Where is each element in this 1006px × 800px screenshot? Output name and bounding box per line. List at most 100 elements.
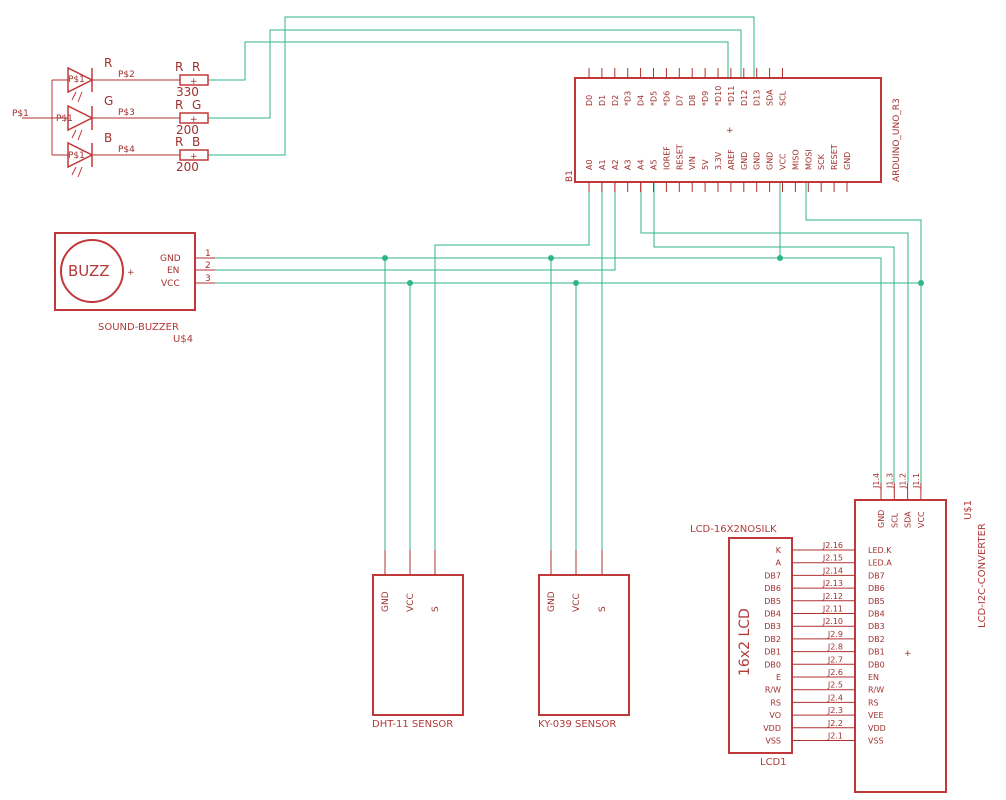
led-net: P$3 <box>118 108 135 118</box>
junction-dot <box>777 255 783 261</box>
led-emission-icon <box>71 129 83 141</box>
lcd-pin-label: DB6 <box>764 584 781 593</box>
lcd-pin-label: VSS <box>765 737 781 746</box>
connection-label: J2.10 <box>822 617 843 626</box>
connection-label: J2.4 <box>827 693 843 702</box>
buzzer-pin-en: EN <box>167 266 179 276</box>
junction-dot <box>407 280 413 286</box>
converter-pin-label: R/W <box>868 686 884 695</box>
arduino-pin-label: D12 <box>740 90 749 106</box>
led-net: P$2 <box>118 70 135 80</box>
buzzer-pin-gnd: GND <box>160 254 181 264</box>
wire-green <box>208 29 742 119</box>
led-red: R P$1 P$2 <box>52 56 180 103</box>
buzzer-body <box>54 232 196 311</box>
resistor-name: R <box>175 60 183 74</box>
led-green: G P$1 P$3 <box>52 94 180 141</box>
arduino-pin-label: *D6 <box>662 91 671 106</box>
converter-pin-label: DB5 <box>868 597 885 606</box>
arduino-pin-label: IOREF <box>662 146 671 170</box>
lcd-pin-label: A <box>776 559 782 568</box>
converter-pin-label: GND <box>877 510 886 528</box>
resistor-plus: + <box>190 115 198 125</box>
ky039-body <box>538 574 630 716</box>
lcd-pin-label: DB2 <box>764 635 781 644</box>
junction-dot <box>548 255 554 261</box>
resistor-red: + R R 330 <box>175 60 209 99</box>
lcd-pin-label: DB3 <box>764 622 781 631</box>
arduino-pin-label: D1 <box>598 95 607 106</box>
junction-dot <box>573 280 579 286</box>
connection-label: J2.2 <box>827 719 843 728</box>
converter-name: LCD-I2C-CONVERTER <box>977 523 988 628</box>
converter-pin-label: VDD <box>868 724 886 733</box>
dht11-body <box>372 574 464 716</box>
arduino-pin-label: A5 <box>650 159 659 170</box>
arduino-pin-label: SCK <box>817 153 826 170</box>
led-label: G <box>104 94 113 108</box>
lcd-pin-label: DB0 <box>764 660 781 669</box>
arduino-pin-label: A3 <box>624 159 633 170</box>
resistor-label: R <box>192 60 200 74</box>
resistors: + R R 330 + R G 200 + R B 200 <box>175 60 209 174</box>
converter-ref: U$1 <box>963 500 974 520</box>
resistor-green: + R G 200 <box>175 98 209 137</box>
wire-sda <box>640 182 909 483</box>
buzzer-circle <box>60 239 124 303</box>
led-pin: P$1 <box>68 151 85 161</box>
led-triangle <box>67 66 94 94</box>
connection-label: J2.13 <box>822 579 843 588</box>
buzzer-text: BUZZ <box>68 262 110 280</box>
arduino-pin-label: VIN <box>688 156 697 170</box>
resistor-body <box>179 149 209 161</box>
ky039-sensor: GND VCC S KY-039 SENSOR <box>538 550 630 730</box>
wire-dht-signal <box>434 182 590 550</box>
converter-pins: LED.KLED.ADB7DB6DB5DB4DB3DB2DB1DB0ENR/WR… <box>868 546 892 746</box>
led-pin: P$1 <box>68 75 85 85</box>
connection-label: J1.2 <box>899 473 908 489</box>
lcd-pins: KJ2.16AJ2.15DB7J2.14DB6J2.13DB5J2.12DB4J… <box>763 541 855 746</box>
led-triangle <box>67 141 94 169</box>
buzzer-name: SOUND-BUZZER <box>98 322 179 333</box>
arduino-pin-label: RESET <box>675 144 684 170</box>
resistor-blue: + R B 200 <box>175 135 209 174</box>
connection-label: J2.8 <box>827 643 843 652</box>
led-label: B <box>104 131 112 145</box>
led-label: R <box>104 56 112 70</box>
ky039-pin-s: S <box>598 606 608 612</box>
converter-pin-label: RS <box>868 698 879 707</box>
arduino-pin-label: RESET <box>830 144 839 170</box>
converter-origin-mark: + <box>904 649 912 659</box>
arduino-pin-label: MOSI <box>804 149 813 170</box>
connection-label: J2.6 <box>827 668 843 677</box>
arduino-pin-label: *D3 <box>624 91 633 106</box>
converter-pin-label: LED.A <box>868 559 892 568</box>
connection-label: J1.4 <box>872 473 881 489</box>
wire-en-bus <box>215 182 616 271</box>
lcd-pin-label: E <box>776 673 781 682</box>
junction-dot <box>382 255 388 261</box>
wire-red <box>208 41 729 81</box>
arduino-pin-label: A1 <box>598 159 607 170</box>
resistor-plus: + <box>190 152 198 162</box>
connection-label: J2.5 <box>827 681 843 690</box>
rgb-led-group: P$1 R P$1 P$2 G P$1 P$3 <box>12 56 180 178</box>
connection-label: J2.7 <box>827 655 843 664</box>
led-triangle <box>67 104 94 132</box>
converter-pin-label: VSS <box>868 737 884 746</box>
arduino-pin-label: D13 <box>753 90 762 106</box>
resistor-value: 330 <box>176 85 199 99</box>
wires <box>208 16 924 550</box>
arduino-pin-label: SDA <box>766 89 775 106</box>
arduino-body <box>574 77 882 183</box>
connection-label: J2.12 <box>822 592 843 601</box>
resistor-value: 200 <box>176 160 199 174</box>
converter-pin-label: EN <box>868 673 879 682</box>
wire-scl <box>653 182 895 483</box>
connection-label: J2.14 <box>822 566 843 575</box>
resistor-name: R <box>175 98 183 112</box>
buzzer-pin-vcc: VCC <box>161 279 180 289</box>
ky039-pin-vcc: VCC <box>572 593 582 612</box>
